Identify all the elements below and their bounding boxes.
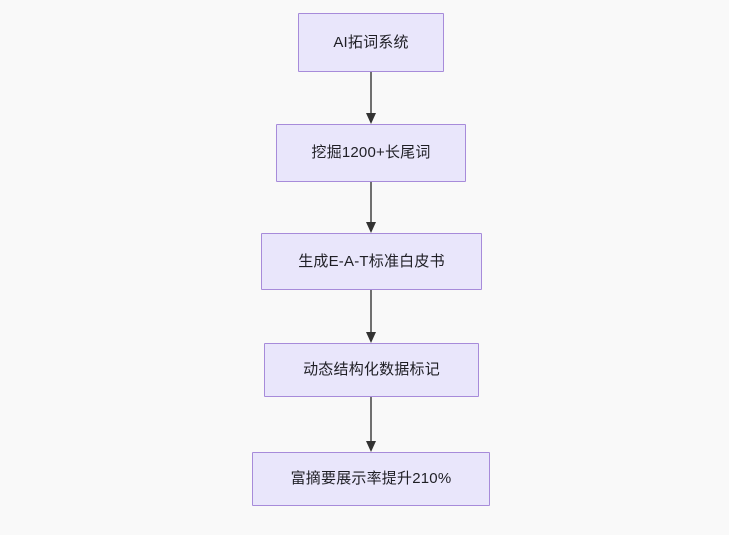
flow-node-label: 生成E-A-T标准白皮书 bbox=[298, 252, 445, 270]
edge-n2-to-n3 bbox=[366, 182, 376, 233]
flow-node-label: 挖掘1200+长尾词 bbox=[311, 144, 431, 162]
flow-node-generate-eat-whitepaper[interactable]: 生成E-A-T标准白皮书 bbox=[261, 233, 482, 290]
arrowhead-icon bbox=[366, 222, 376, 233]
arrowhead-icon bbox=[366, 441, 376, 452]
flow-node-dynamic-structured-data-markup[interactable]: 动态结构化数据标记 bbox=[264, 343, 479, 397]
flow-node-label: AI拓词系统 bbox=[333, 33, 409, 51]
flow-node-mine-longtail-keywords[interactable]: 挖掘1200+长尾词 bbox=[276, 124, 466, 182]
edge-n1-to-n2 bbox=[366, 72, 376, 124]
flow-node-rich-snippet-impression-uplift[interactable]: 富摘要展示率提升210% bbox=[252, 452, 490, 506]
flow-node-label: 富摘要展示率提升210% bbox=[290, 470, 452, 488]
arrowhead-icon bbox=[366, 332, 376, 343]
edge-n4-to-n5 bbox=[366, 397, 376, 452]
edge-n3-to-n4 bbox=[366, 290, 376, 343]
flow-node-ai-keyword-system[interactable]: AI拓词系统 bbox=[298, 13, 444, 72]
flow-node-label: 动态结构化数据标记 bbox=[303, 361, 440, 379]
arrowhead-icon bbox=[366, 113, 376, 124]
